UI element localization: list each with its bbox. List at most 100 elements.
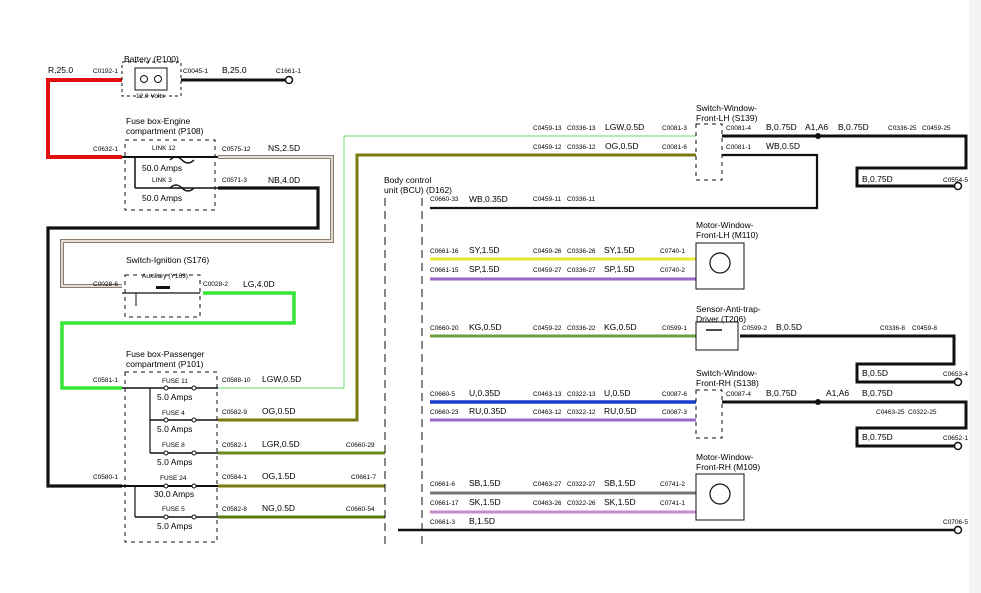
link12-label: LINK 12 (152, 145, 176, 152)
wire-label-sp15a: SP,1.5D (469, 264, 500, 274)
conn-c0028-6: C0028-6 (93, 281, 118, 288)
wire-label-b075e: B,0.75D (862, 388, 893, 398)
wire-label-b075b: B,0.75D (838, 122, 869, 132)
wire-r25 (46, 78, 122, 159)
wire-label-ng05: NG,0.5D (262, 503, 295, 513)
wire-label-b25: B,25.0 (222, 65, 247, 75)
conn-c0459-27: C0459-27 (533, 267, 562, 274)
conn-c0661-6: C0661-6 (430, 481, 455, 488)
conn-c0336-12: C0336-12 (567, 144, 596, 151)
wire-wb05-lh (430, 153, 819, 210)
conn-c0580-1: C0580-1 (93, 474, 118, 481)
conn-c0459-25: C0459-25 (922, 125, 951, 132)
conn-c0081-6: C0081-6 (662, 144, 687, 151)
conn-c0459-11: C0459-11 (533, 196, 561, 203)
wire-label-wb05: WB,0.5D (766, 141, 800, 151)
ground-terminals (953, 181, 963, 535)
bcu-title1: Body control (384, 175, 431, 185)
wire-label-ru05: RU,0.5D (604, 406, 637, 416)
wire-label-b075a: B,0.75D (766, 122, 797, 132)
switch-window-rh-title2: Front-RH (S138) (696, 378, 759, 388)
switch-ignition: Switch-Ignition (S176) Auxiliary (Y163) (122, 255, 209, 318)
conn-c0599-1: C0599-1 (662, 325, 687, 332)
wire-label-b075f: B,0.75D (862, 432, 893, 442)
wire-nb40 (46, 186, 320, 488)
wire-label-kg05a: KG,0.5D (469, 322, 502, 332)
bcu-title2: unit (BCU) (D162) (384, 185, 452, 195)
motor-window-rh-title1: Motor-Window- (696, 452, 754, 462)
conn-c0081-1: C0081-1 (726, 144, 751, 151)
wire-label-sb15a: SB,1.5D (469, 478, 501, 488)
motor-window-lh-title1: Motor-Window- (696, 220, 754, 230)
conn-c0045-1: C0045-1 (183, 68, 208, 75)
motor-window-lh: Motor-Window- Front-LH (M110) (695, 220, 758, 290)
conn-c0653-4: C0653-4 (943, 371, 968, 378)
wire-label-u035: U,0.35D (469, 388, 500, 398)
conn-c0028-2: C0028-2 (203, 281, 228, 288)
motor-window-lh-title2: Front-LH (M110) (696, 230, 758, 240)
conn-c0661-7: C0661-7 (351, 474, 376, 481)
conn-c0463-26: C0463-26 (533, 500, 562, 507)
wire-label-lg40: LG,4.0D (243, 279, 275, 289)
fuse8-label: FUSE 8 (162, 442, 185, 449)
conn-c0632-1: C0632-1 (93, 146, 118, 153)
wire-label-ru035: RU,0.35D (469, 406, 506, 416)
wire-label-sk15a: SK,1.5D (469, 497, 501, 507)
conn-c0661-15: C0661-15 (430, 267, 459, 274)
wire-label-sy15a: SY,1.5D (469, 245, 500, 255)
wire-label-a1a6: A1,A6 (805, 122, 828, 132)
conn-c0582-1: C0582-1 (222, 442, 247, 449)
conn-c0336-8: C0336-8 (880, 325, 905, 332)
wire-label-b05b: B,0.5D (862, 368, 888, 378)
wire-label-sb15b: SB,1.5D (604, 478, 636, 488)
fusebox-passenger: Fuse box-Passenger compartment (P101) FU… (122, 349, 218, 543)
wire-label-sy15b: SY,1.5D (604, 245, 635, 255)
conn-c0584-1: C0584-1 (222, 474, 247, 481)
motor-window-rh-title2: Front-RH (M109) (696, 462, 760, 472)
conn-c0459-12: C0459-12 (533, 144, 562, 151)
wire-label-ns25: NS,2.5D (268, 143, 300, 153)
conn-c0740-2: C0740-2 (660, 267, 685, 274)
conn-c0660-54: C0660-54 (346, 506, 375, 513)
fuse11-label: FUSE 11 (162, 378, 188, 385)
fuse4-label: FUSE 4 (162, 410, 185, 417)
fuse24-amps: 30.0 Amps (154, 489, 194, 499)
conn-c0459-13: C0459-13 (533, 125, 562, 132)
fusebox-passenger-title2: compartment (P101) (126, 359, 204, 369)
conn-c0661-17: C0661-17 (430, 500, 459, 507)
conn-c0581-1: C0581-1 (93, 377, 118, 384)
wire-b075-rh (722, 400, 968, 448)
wire-label-og15: OG,1.5D (262, 471, 296, 481)
wire-label-wb035: WB,0.35D (469, 194, 508, 204)
conn-c0740-1: C0740-1 (660, 248, 685, 255)
wire-label-b05: B,0.5D (776, 322, 802, 332)
wire-label-b15: B,1.5D (469, 516, 495, 526)
switch-window-rh: Switch-Window- Front-RH (S138) (695, 368, 759, 439)
conn-c0661-3: C0661-3 (430, 519, 455, 526)
conn-c0660-20: C0660-20 (430, 325, 459, 332)
wire-label-b075c: B,0.75D (862, 174, 893, 184)
right-margin-strip (969, 0, 981, 593)
wire-label-sp15b: SP,1.5D (604, 264, 635, 274)
conn-c0554-5: C0554-5 (943, 177, 968, 184)
conn-c0336-22: C0336-22 (567, 325, 596, 332)
wire-label-lgr05: LGR,0.5D (262, 439, 300, 449)
conn-c1661-1: C1661-1 (276, 68, 301, 75)
conn-c0571-3: C0571-3 (222, 177, 247, 184)
battery: Battery (P100) 12.0 Volts (121, 54, 182, 100)
wire-label-b075d: B,0.75D (766, 388, 797, 398)
fuse4-amps: 5.0 Amps (157, 424, 192, 434)
conn-c0459-22: C0459-22 (533, 325, 562, 332)
conn-c0336-25: C0336-25 (888, 125, 917, 132)
conn-c0463-12: C0463-12 (533, 409, 562, 416)
conn-c0336-13: C0336-13 (567, 125, 596, 132)
switch-window-lh-title2: Front-LH (S139) (696, 113, 758, 123)
battery-volts: 12.0 Volts (136, 93, 165, 100)
conn-c0706-5: C0706-5 (943, 519, 968, 526)
switch-ignition-title: Switch-Ignition (S176) (126, 255, 209, 265)
battery-title: Battery (P100) (124, 54, 179, 64)
conn-c0741-2: C0741-2 (660, 481, 685, 488)
conn-c0322-26: C0322-26 (567, 500, 596, 507)
switch-window-rh-title1: Switch-Window- (696, 368, 757, 378)
sensor-title2: Driver (T206) (696, 314, 746, 324)
